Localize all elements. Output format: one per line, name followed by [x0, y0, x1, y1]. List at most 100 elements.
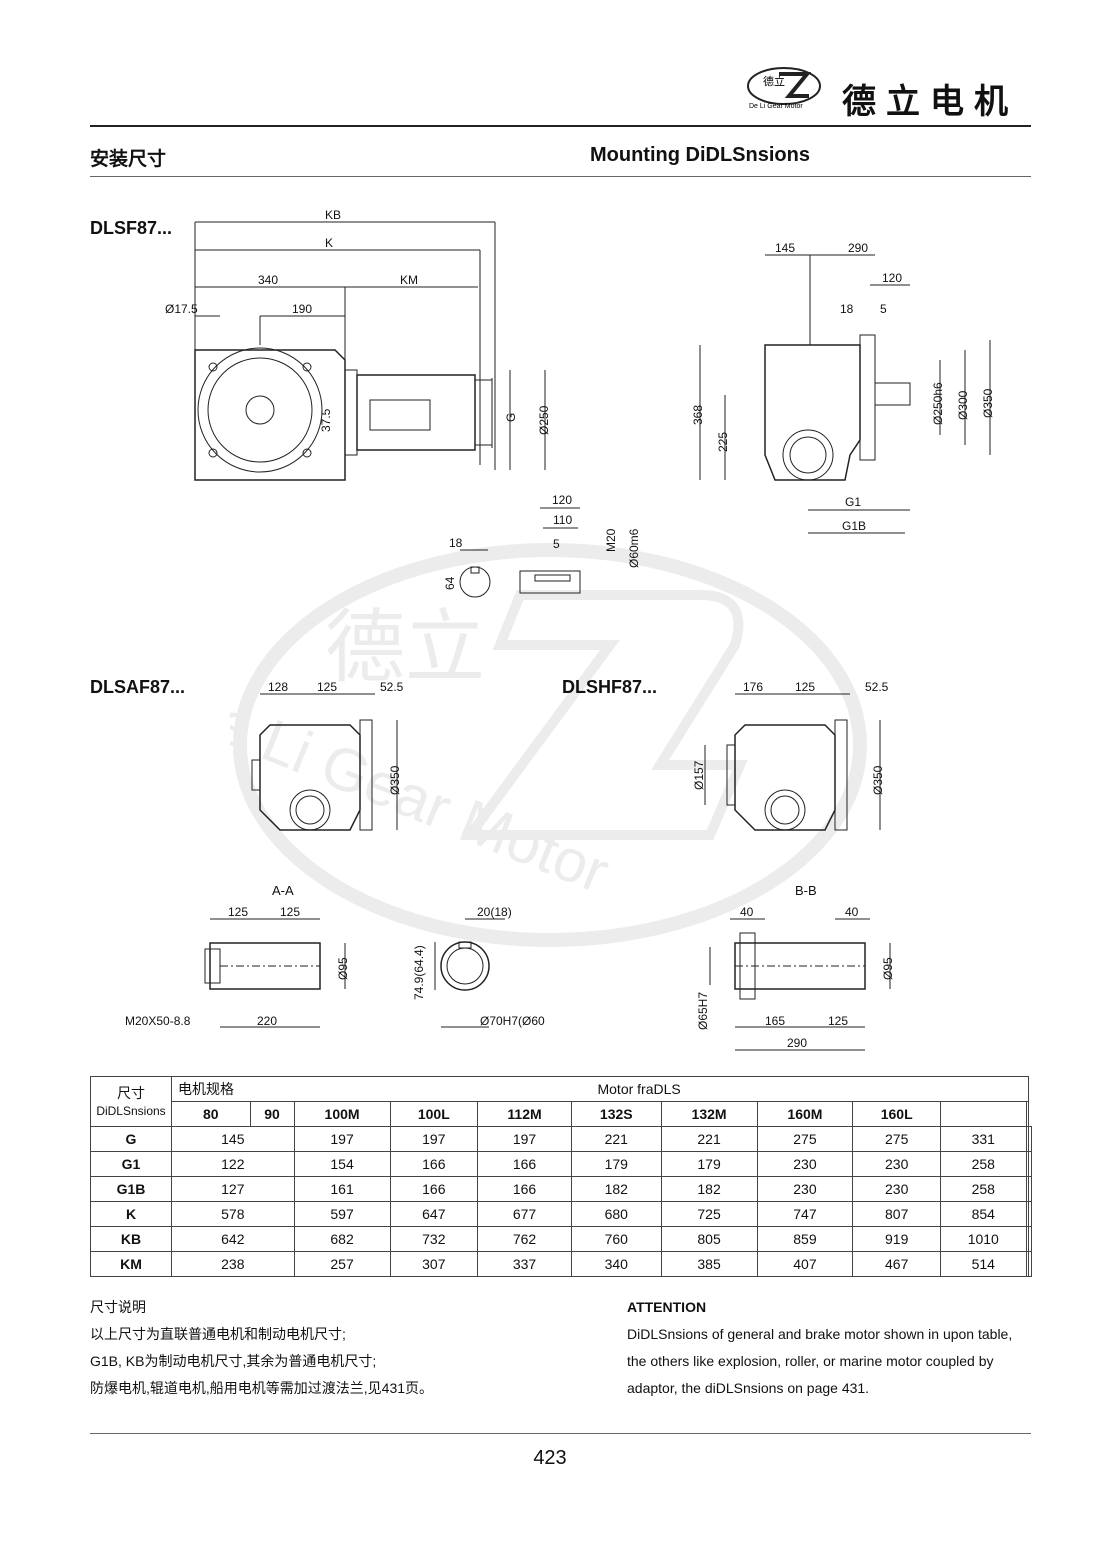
table-cell: [1028, 1201, 1032, 1227]
dim-d60m6: Ø60m6: [627, 528, 641, 568]
row-label: KB: [90, 1226, 172, 1252]
logo-en-text: De Li Gear Motor: [749, 103, 803, 110]
dim-bb-290: 290: [787, 1036, 807, 1050]
table-cell: 122: [171, 1151, 295, 1177]
dim-bb-40b: 40: [845, 905, 859, 919]
dim-d70h7: Ø70H7(Ø60H7): [480, 1014, 545, 1028]
table-cell: 467: [852, 1251, 941, 1277]
column-header: [1025, 1101, 1030, 1127]
notes-cn-line: 防爆电机,辊道电机,船用电机等需加过渡法兰,见431页。: [90, 1380, 434, 1396]
dim-hF-d350: Ø350: [871, 765, 885, 795]
table-cell: 166: [477, 1151, 572, 1177]
notes-en-line: the others like explosion, roller, or ma…: [627, 1353, 994, 1369]
drawing-dlsaf87: 128 125 52.5 Ø350: [251, 680, 404, 831]
brand-logo: 德立 De Li Gear Motor: [747, 67, 821, 110]
dim-20-18: 20(18): [477, 905, 512, 919]
table-cell: 230: [756, 1151, 854, 1177]
dim-145: 145: [775, 241, 795, 255]
notes-cn-line: G1B, KB为制动电机尺寸,其余为普通电机尺寸;: [90, 1353, 377, 1369]
row-label: G: [90, 1126, 172, 1152]
dim-225: 225: [716, 432, 730, 452]
dim-k: K: [325, 236, 333, 250]
column-header: [940, 1101, 1027, 1127]
table-cell: 919: [852, 1226, 941, 1252]
dim-shaft-5: 5: [553, 537, 560, 551]
dim-18: 18: [840, 302, 854, 316]
table-cell: 807: [852, 1201, 941, 1227]
table-cell: 337: [477, 1251, 572, 1277]
dim-g1b: G1B: [842, 519, 866, 533]
column-header: 160M: [756, 1101, 854, 1127]
page-number: 423: [533, 1447, 567, 1469]
table-cell: 179: [570, 1151, 662, 1177]
row-label: KM: [90, 1251, 172, 1277]
dim-shaft-110: 110: [553, 513, 572, 527]
dim-hF-52-5: 52.5: [865, 680, 889, 694]
table-cell: 854: [940, 1201, 1027, 1227]
dim-165: 165: [765, 1014, 785, 1028]
dim-128: 128: [268, 680, 288, 694]
dim-shaft-64: 64: [443, 576, 457, 590]
section-a-label: A-A: [272, 883, 294, 898]
dim-aa-125b: 125: [280, 905, 300, 919]
table-cell: [1028, 1226, 1032, 1252]
table-cell: 275: [852, 1126, 941, 1152]
dim-d157: Ø157: [692, 760, 706, 790]
dim-52-5: 52.5: [380, 680, 404, 694]
table-cell: 647: [389, 1201, 479, 1227]
logo-cn-text: 德立: [763, 74, 785, 88]
table-cell: 859: [756, 1226, 854, 1252]
table-cell: 179: [660, 1151, 758, 1177]
dim-bb-125: 125: [828, 1014, 848, 1028]
notes-en-line: DiDLSnsions of general and brake motor s…: [627, 1326, 1013, 1342]
dim-d250: Ø250: [537, 405, 551, 435]
dim-aa-d95: Ø95: [336, 957, 350, 980]
notes-en-line: adaptor, the diDLSnsions on page 431.: [627, 1380, 870, 1396]
dim-d65h7: Ø65H7: [696, 992, 710, 1030]
dim-340: 340: [258, 273, 278, 287]
notes-en-title: ATTENTION: [627, 1299, 707, 1315]
brand-name: 德立电机: [842, 82, 1018, 122]
dim-shaft-120: 120: [552, 493, 572, 507]
table-cell: [1028, 1176, 1032, 1202]
table-cell: 760: [570, 1226, 662, 1252]
watermark-logo: 德立 De Li Gear Motor: [230, 543, 867, 947]
dimension-table: 尺寸 DiDLSnsions 电机规格 Motor fraDLS 80 90 1…: [90, 1076, 1032, 1277]
table-cell: 680: [570, 1201, 662, 1227]
table-cell: 385: [660, 1251, 758, 1277]
dim-kb: KB: [325, 210, 341, 222]
dim-d300: Ø300: [956, 390, 970, 420]
table-cell: 1010: [940, 1226, 1027, 1252]
corner-cn: 尺寸: [117, 1084, 145, 1101]
table-cell: 197: [293, 1126, 391, 1152]
table-cell: 257: [293, 1251, 391, 1277]
table-cell: 677: [477, 1201, 572, 1227]
table-cell: 230: [852, 1176, 941, 1202]
column-header: 132M: [660, 1101, 758, 1127]
dim-190: 190: [292, 302, 312, 316]
table-cell: [1028, 1126, 1032, 1152]
table-column-row: 80 90 100M 100L 112M 132S 132M 160M 160L: [91, 1101, 1032, 1127]
dim-m20: M20: [604, 528, 618, 552]
notes-cn-line: 以上尺寸为直联普通电机和制动电机尺寸;: [90, 1326, 346, 1342]
table-cell: 258: [940, 1151, 1027, 1177]
table-cell: 682: [293, 1226, 391, 1252]
dim-km: KM: [400, 273, 418, 287]
notes-cn-title: 尺寸说明: [90, 1299, 146, 1315]
dim-bb-d95: Ø95: [881, 957, 895, 980]
dim-74-9: 74.9(64.4): [412, 945, 426, 1000]
dim-37-5: 37.5: [319, 408, 333, 432]
model-label-dlsf87: DLSF87...: [90, 218, 173, 238]
dim-368: 368: [691, 405, 705, 425]
column-header: 80: [171, 1101, 251, 1127]
drawing-hollow-shaft: 20(18) 74.9(64.4) Ø70H7(Ø60H7): [412, 905, 545, 1028]
table-cell: 407: [756, 1251, 854, 1277]
row-label: G1B: [90, 1176, 172, 1202]
dim-d250h6: Ø250h6: [931, 382, 945, 425]
row-label: K: [90, 1201, 172, 1227]
table-cell: 182: [660, 1176, 758, 1202]
